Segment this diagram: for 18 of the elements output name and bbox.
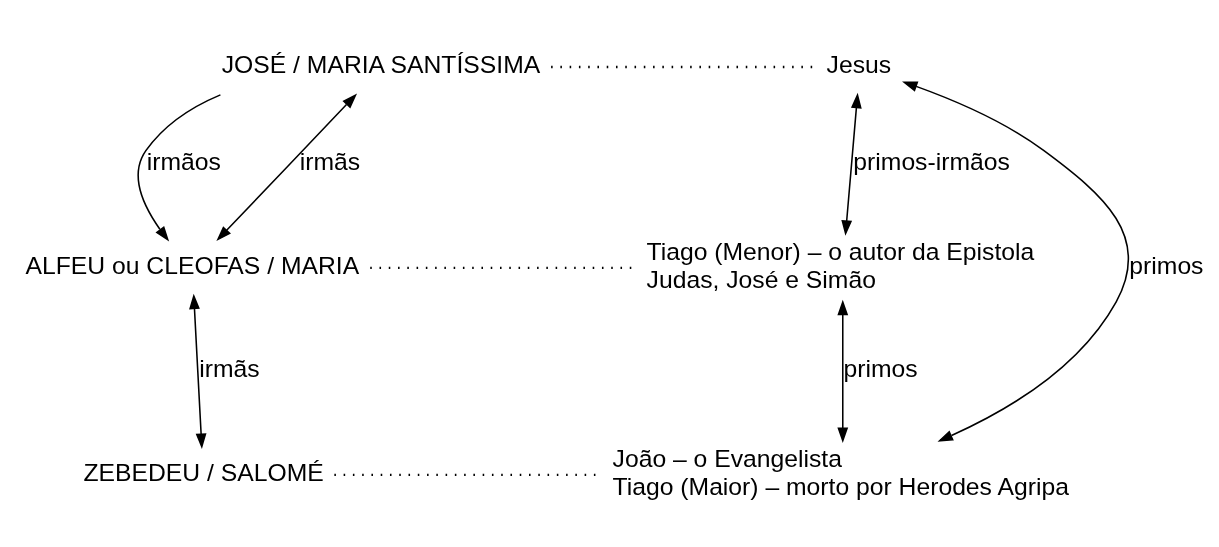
node-text: ZEBEDEU / SALOMÉ <box>83 458 324 486</box>
edge-label: primos-irmãos <box>853 147 1010 175</box>
edge-label: irmãos <box>146 147 221 175</box>
node-text: Jesus <box>826 50 892 78</box>
edge-label: irmãs <box>299 147 361 175</box>
node-text: João – o Evangelista Tiago (Maior) – morto por Herodes Agripa <box>612 444 1069 500</box>
arrow <box>137 93 222 242</box>
arrow <box>902 80 1130 442</box>
node-text: Tiago (Menor) – o autor da Epistola Judas, José e Simão <box>646 237 1035 293</box>
arrow <box>841 92 862 236</box>
edge-label: primos <box>843 354 918 382</box>
arrow <box>189 293 207 449</box>
edge-label: primos <box>1129 251 1204 279</box>
node-text: JOSÉ / MARIA SANTÍSSIMA <box>221 50 541 78</box>
arrow <box>837 299 849 443</box>
edge-label: irmãs <box>199 354 260 382</box>
node-text: ALFEU ou CLEOFAS / MARIA <box>25 251 360 279</box>
arrow <box>216 93 358 241</box>
